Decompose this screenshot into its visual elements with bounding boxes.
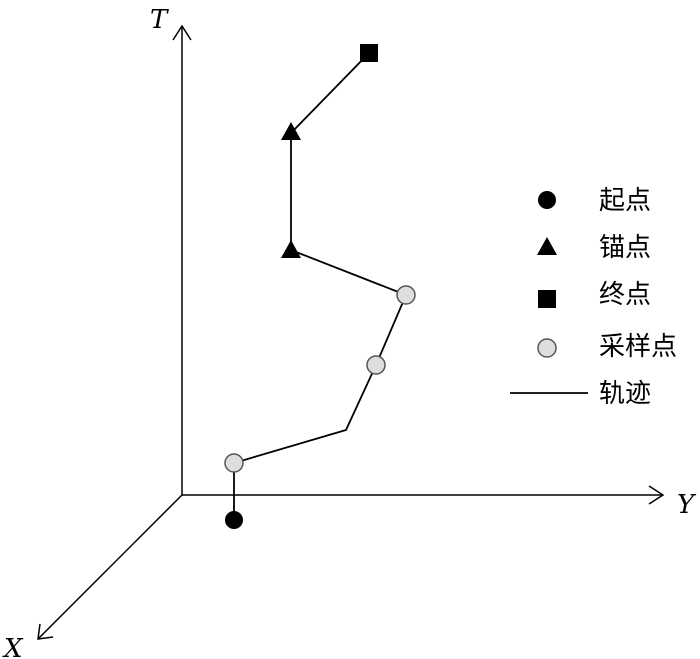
sample-point (366, 355, 386, 375)
legend: 起点 锚点 终点 采样点 轨迹 (510, 186, 677, 409)
legend-anchor-icon (537, 237, 557, 255)
legend-sample-label: 采样点 (599, 332, 677, 362)
trajectory-path (233, 52, 408, 520)
x-axis-label: X (2, 634, 24, 659)
legend-sample-icon (537, 338, 557, 358)
trajectory-markers (224, 44, 416, 529)
legend-start-icon (538, 191, 556, 209)
x-axis (37, 494, 183, 640)
anchor-point (281, 122, 301, 140)
start-point (225, 511, 243, 529)
anchor-point (281, 240, 301, 258)
end-point (360, 44, 378, 62)
legend-end-label: 终点 (599, 280, 651, 310)
legend-start-label: 起点 (599, 186, 651, 216)
sample-point (224, 453, 244, 473)
legend-anchor-label: 锚点 (599, 233, 651, 263)
axes: T Y X (2, 5, 697, 659)
y-axis-arrowhead (648, 485, 665, 505)
t-axis-label: T (150, 5, 169, 35)
legend-end-icon (538, 290, 556, 308)
legend-trajectory-label: 轨迹 (599, 379, 651, 409)
x-axis-arrowhead (37, 623, 54, 640)
t-axis-arrowhead (172, 24, 192, 41)
sample-point (396, 285, 416, 305)
y-axis-label: Y (677, 490, 697, 520)
